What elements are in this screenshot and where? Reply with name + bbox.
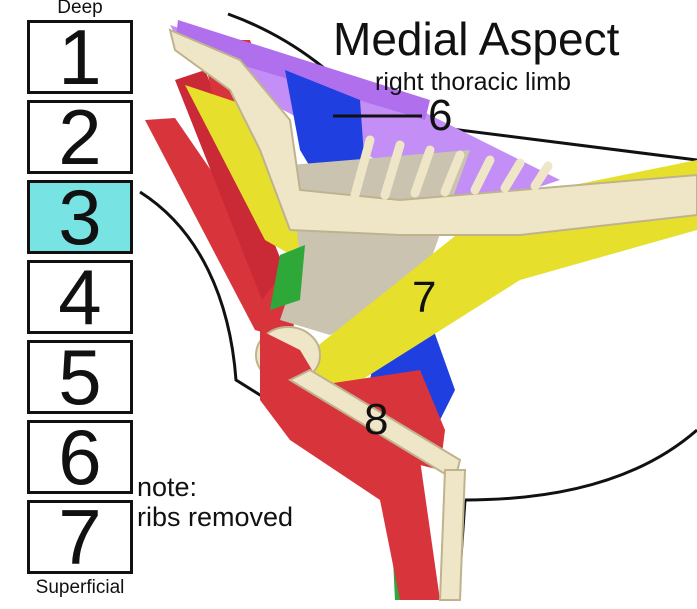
layer-button-7[interactable]: 7 — [27, 498, 133, 576]
vertebral-column — [168, 28, 697, 236]
layer-button-2[interactable]: 2 — [27, 98, 133, 176]
spinous-processes — [350, 135, 553, 200]
superficial-label: Superficial — [35, 577, 125, 598]
layer-button-1[interactable]: 1 — [27, 18, 133, 96]
humerus — [287, 368, 462, 482]
layer-button-5[interactable]: 5 — [27, 338, 133, 416]
muscle-label-8: 8 — [364, 395, 389, 444]
muscle-label-7: 7 — [412, 273, 437, 322]
muscle-green — [270, 245, 305, 310]
muscle-purple-band — [175, 20, 430, 120]
page-title: Medial Aspect — [333, 13, 620, 65]
muscle-red-neck-2 — [175, 70, 285, 300]
layer-button-6[interactable]: 6 — [27, 418, 133, 496]
deep-label: Deep — [57, 0, 103, 18]
layer-button-3[interactable]: 3 — [27, 178, 133, 256]
note-line-1: note: — [137, 472, 198, 502]
note-line-2: ribs removed — [137, 502, 294, 532]
layer-button-4[interactable]: 4 — [27, 258, 133, 336]
page-subtitle: right thoracic limb — [375, 68, 571, 96]
radius — [438, 469, 467, 601]
muscle-label-6: 6 — [428, 91, 453, 140]
muscle-red-arm — [260, 330, 440, 600]
